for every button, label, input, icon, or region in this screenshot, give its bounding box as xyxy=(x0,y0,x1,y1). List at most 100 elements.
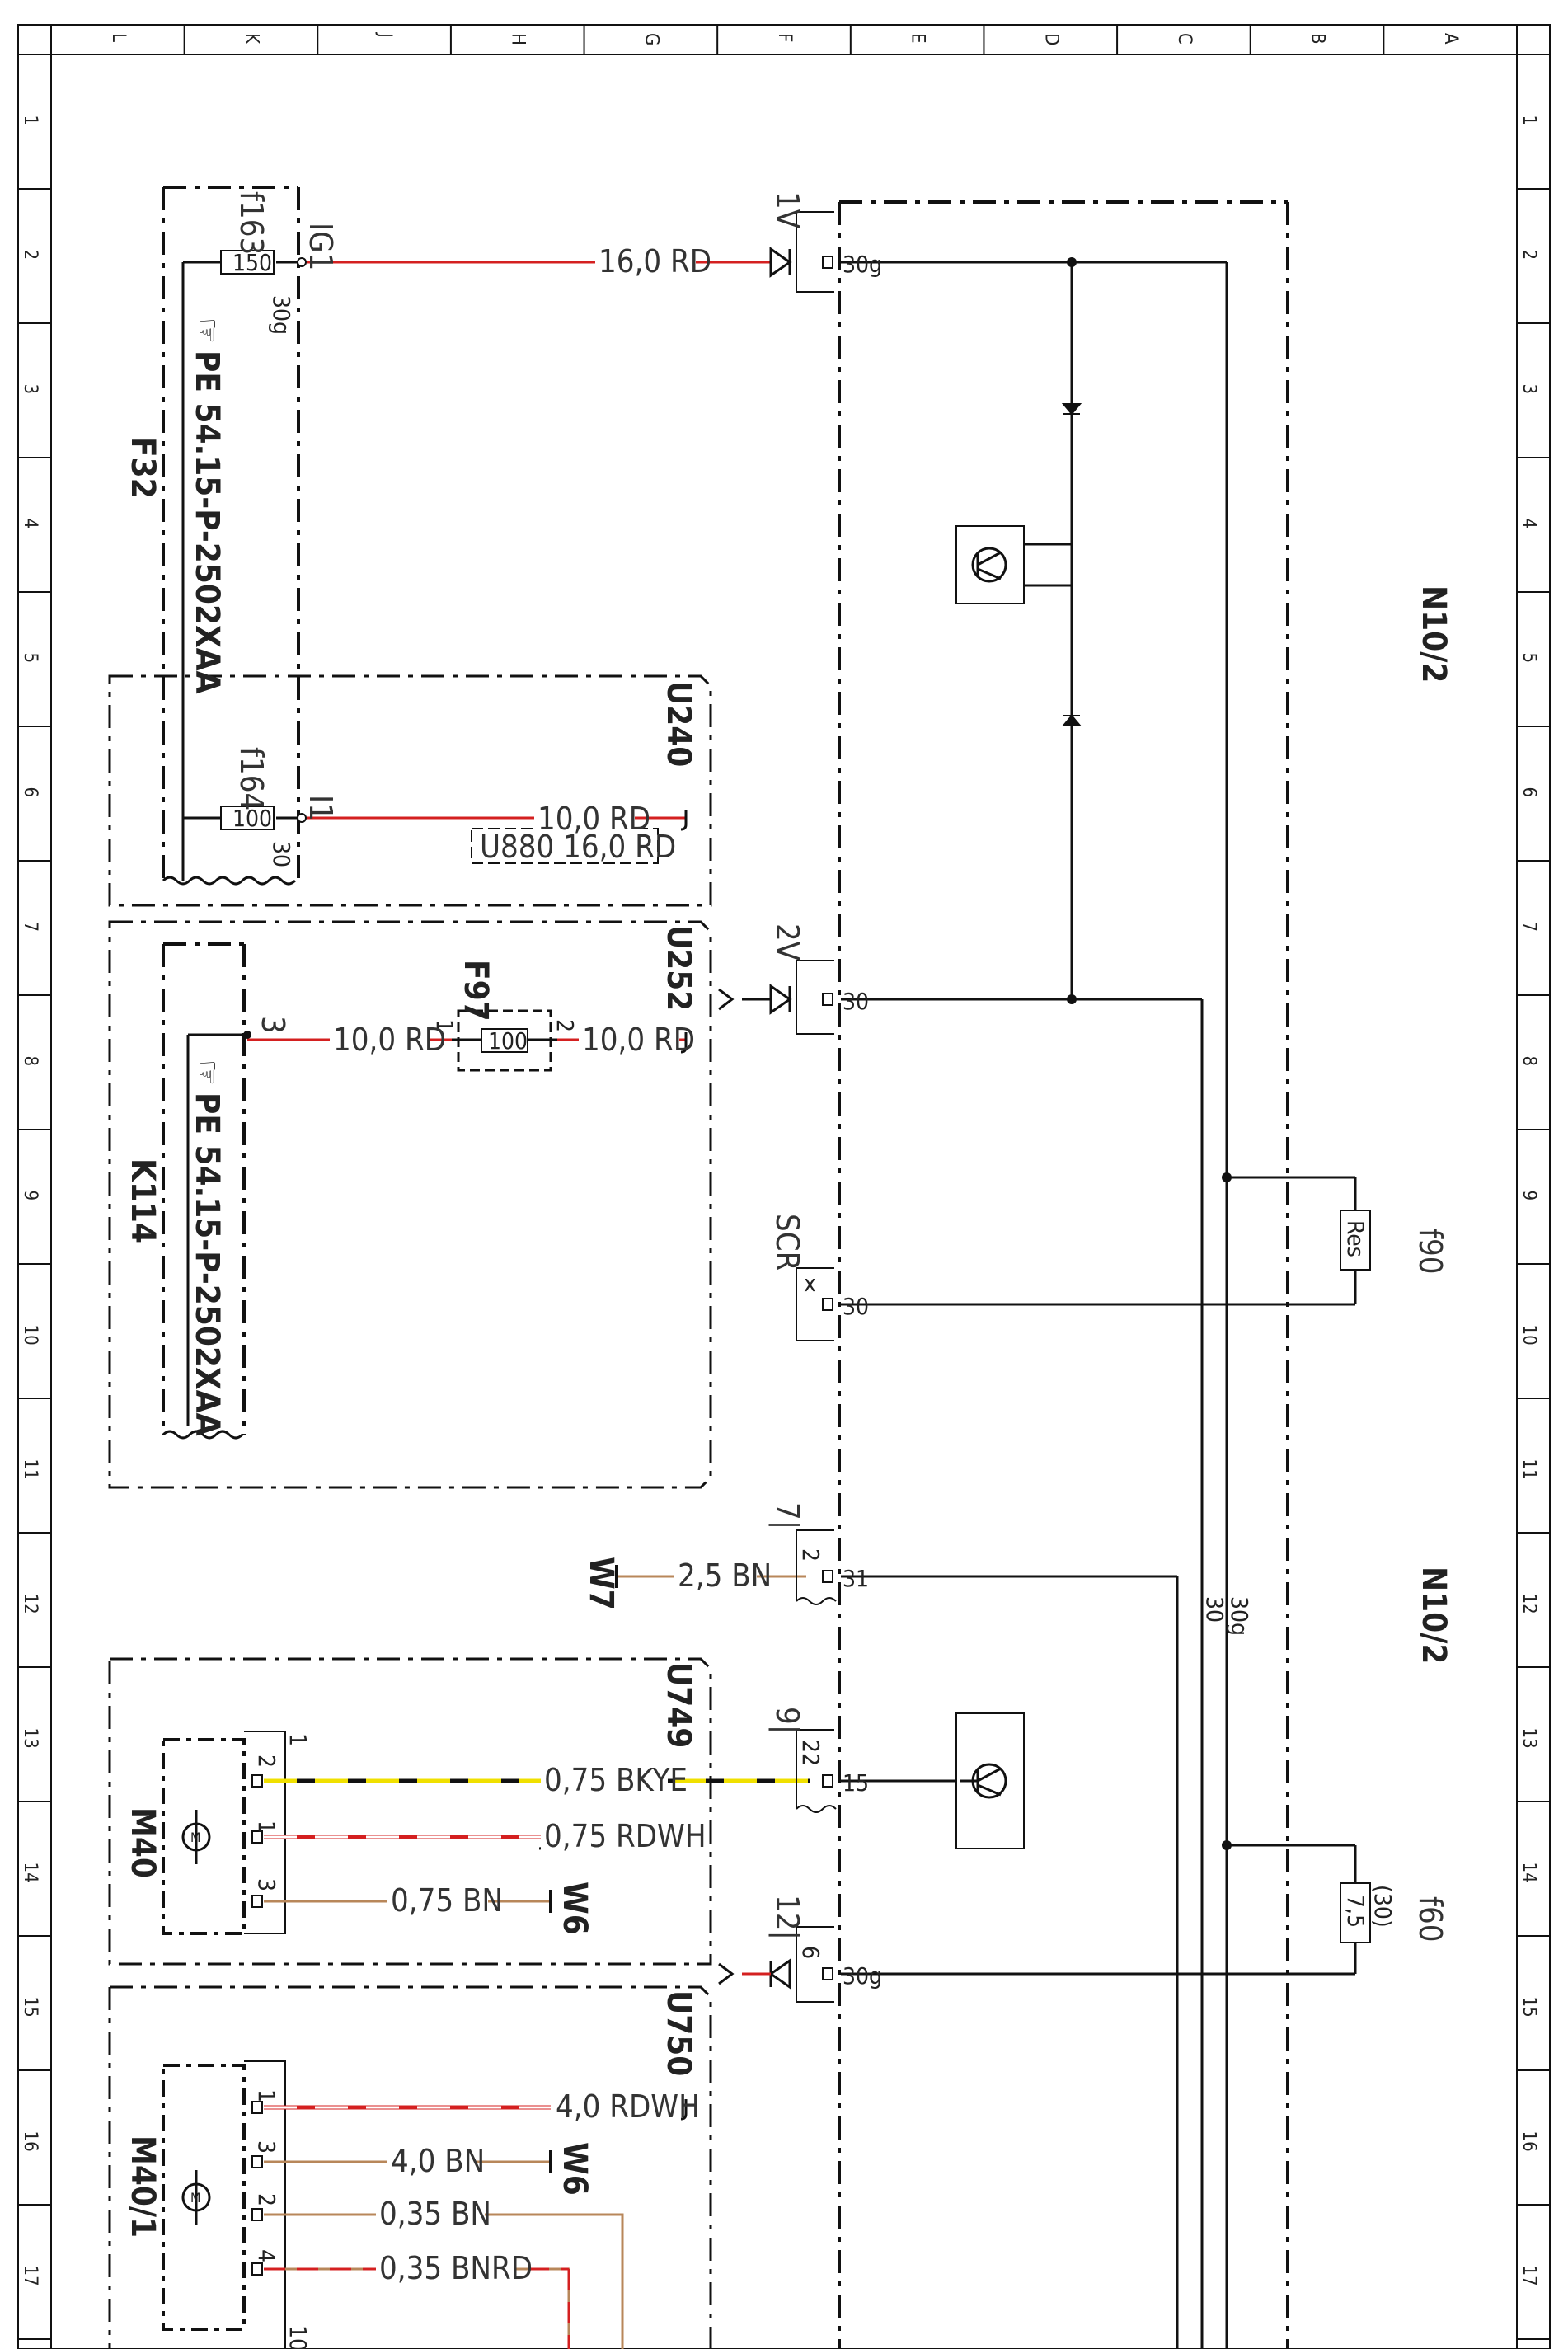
f163-value: 150 xyxy=(232,249,272,276)
f164-fuse-body xyxy=(220,806,275,830)
pe-hand-icon: ☞ xyxy=(188,317,226,344)
pin-15: 15 xyxy=(843,1769,869,1797)
junction-dots xyxy=(243,257,1232,1850)
row-number: 17 xyxy=(20,2266,40,2286)
row-number: 12 xyxy=(20,1594,40,1614)
wire-end-arrow xyxy=(680,810,688,831)
pin-m40-2: 2 xyxy=(253,1755,280,1768)
row-number: 4 xyxy=(20,519,40,529)
row-number: 1 xyxy=(20,115,40,126)
m40-1-boundary xyxy=(162,2064,246,2331)
motor-icon xyxy=(181,1810,211,2225)
pin-m401-4: 4 xyxy=(253,2249,280,2262)
pin-m40-1: 1 xyxy=(253,1820,280,1834)
wire-label-backgrounds xyxy=(330,244,757,2286)
row-number: 10 xyxy=(1519,1325,1539,1346)
column-letter: G xyxy=(641,33,661,45)
row-number: 5 xyxy=(1519,653,1539,664)
row-number: 1 xyxy=(1519,115,1539,126)
row-number: 15 xyxy=(1519,1997,1539,2018)
row-number: 6 xyxy=(1519,787,1539,798)
column-letter: E xyxy=(908,33,928,44)
pin-31: 31 xyxy=(843,1565,869,1592)
u749-boundary xyxy=(108,1657,712,1966)
wire-label-16rd: 16,0 RD xyxy=(599,243,711,280)
u750-boundary xyxy=(108,1985,712,2349)
pin-30-2v: 30 xyxy=(843,988,869,1015)
i1-terminal xyxy=(297,813,307,823)
row-number: 16 xyxy=(20,2131,40,2152)
pin-30g-1v: 30g xyxy=(843,251,882,278)
f164-value: 100 xyxy=(232,805,272,832)
row-number: 3 xyxy=(20,384,40,395)
f163-pin: 30g xyxy=(268,295,295,335)
f163-fuse-body xyxy=(220,250,275,275)
wire-label-035bn: 0,35 BN xyxy=(379,2196,491,2232)
bus-30-label: 30 xyxy=(1201,1596,1228,1623)
pin-30g-12: 30g xyxy=(843,1962,882,1990)
transistor-box-1 xyxy=(955,525,1025,604)
pin-f97-2: 2 xyxy=(552,1019,579,1032)
k114-break-line xyxy=(162,1430,244,1440)
f60-value: 7,5 xyxy=(1342,1895,1369,1928)
f163-label: f163 xyxy=(233,191,270,255)
ground-w6b-label: W6 xyxy=(556,2142,594,2196)
pe-hand-icon-2: ☞ xyxy=(188,1059,226,1086)
row-number: 12 xyxy=(1519,1594,1539,1614)
pin-m401-2: 2 xyxy=(253,2193,280,2206)
f97-value: 100 xyxy=(488,1027,528,1055)
row-number: 14 xyxy=(1519,1863,1539,1883)
f90-fuse-body xyxy=(1340,1210,1371,1271)
pin-m401-10: 10 xyxy=(284,2325,312,2349)
inner-frame xyxy=(50,54,1518,2349)
f90-value: Res xyxy=(1342,1220,1369,1257)
pin-2-connector-7: 2 xyxy=(797,1548,824,1562)
f90-label: f90 xyxy=(1412,1229,1448,1275)
row-number: 8 xyxy=(20,1056,40,1067)
row-number: 17 xyxy=(1519,2266,1539,2286)
row-number: 10 xyxy=(20,1325,40,1346)
pin-30-scr: 30 xyxy=(843,1293,869,1320)
wire-label-10rd-f97: 10,0 RD xyxy=(582,1022,695,1058)
connector-1v-label: 1V xyxy=(769,191,805,229)
u252-label: U252 xyxy=(660,925,697,1011)
pe-reference-k114: PE 54.15-P-2502XAA xyxy=(188,1092,226,1436)
wire-label-035bnrd: 0,35 BNRD xyxy=(379,2250,533,2286)
n10-2-module-boundary xyxy=(838,200,1289,2349)
connector-7-label: 7| xyxy=(768,1502,805,1529)
row-number: 13 xyxy=(1519,1728,1539,1749)
f32-break-line xyxy=(162,876,297,886)
column-letter: K xyxy=(241,33,261,45)
connector-9-label: 9| xyxy=(768,1707,805,1734)
ground-w6-label: W6 xyxy=(556,1882,594,1935)
row-number: 7 xyxy=(1519,922,1539,933)
column-letter: D xyxy=(1040,33,1061,45)
f60-pin: (30) xyxy=(1369,1885,1397,1928)
wire-label-075bkye: 0,75 BKYE xyxy=(544,1762,688,1798)
boundary-chevrons xyxy=(718,988,735,1985)
u252-boundary xyxy=(108,920,712,1489)
row-number: 3 xyxy=(1519,384,1539,395)
m40-connector-body xyxy=(244,1731,286,2349)
f60-label: f60 xyxy=(1412,1896,1448,1943)
column-letter: C xyxy=(1174,33,1195,45)
u749-label: U749 xyxy=(660,1662,697,1748)
row-number: 6 xyxy=(20,787,40,798)
row-number: 14 xyxy=(20,1863,40,1883)
row-number: 4 xyxy=(1519,519,1539,529)
pin-f97-1: 1 xyxy=(431,1019,458,1032)
wire-label-075rdwh: 0,75 RDWH xyxy=(544,1818,707,1854)
row-number: 15 xyxy=(20,1997,40,2018)
connector-break xyxy=(796,1597,837,1813)
row-number: 9 xyxy=(20,1191,40,1201)
pe-reference-f32: PE 54.15-P-2502XAA xyxy=(188,350,226,694)
bus-30g-label: 30g xyxy=(1226,1596,1253,1636)
m40-label: M40 xyxy=(124,1807,162,1878)
outer-frame xyxy=(17,24,1551,2349)
k114-label: K114 xyxy=(124,1158,162,1243)
f164-pin: 30 xyxy=(268,841,295,867)
motor-m-symbol: M xyxy=(190,1830,200,1845)
pin-terminals xyxy=(251,256,833,2276)
row-number: 2 xyxy=(1519,250,1539,261)
